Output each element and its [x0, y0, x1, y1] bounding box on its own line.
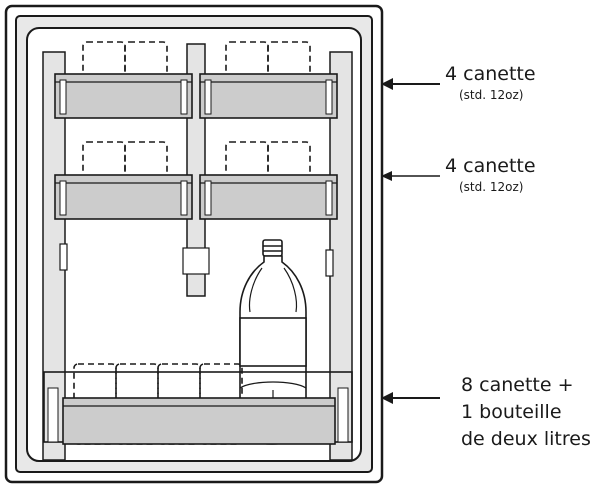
callout-top-note: (std. 12oz): [459, 88, 524, 102]
callout-bottom-line-3: de deux litres: [461, 428, 591, 450]
callout-bottom-line-1: 8 canette +: [461, 374, 574, 396]
bottom-shelf: [43, 371, 353, 445]
side-rails: [42, 51, 353, 461]
callout-bottom-line-2: 1 bouteille: [461, 401, 562, 423]
callout-middle-note: (std. 12oz): [459, 180, 524, 194]
callout-middle-count: 4 canette: [445, 155, 536, 177]
top-shelf: [54, 73, 338, 119]
callout-top-count: 4 canette: [445, 63, 536, 85]
middle-shelf: [54, 174, 338, 220]
callout-arrows: [381, 78, 440, 404]
